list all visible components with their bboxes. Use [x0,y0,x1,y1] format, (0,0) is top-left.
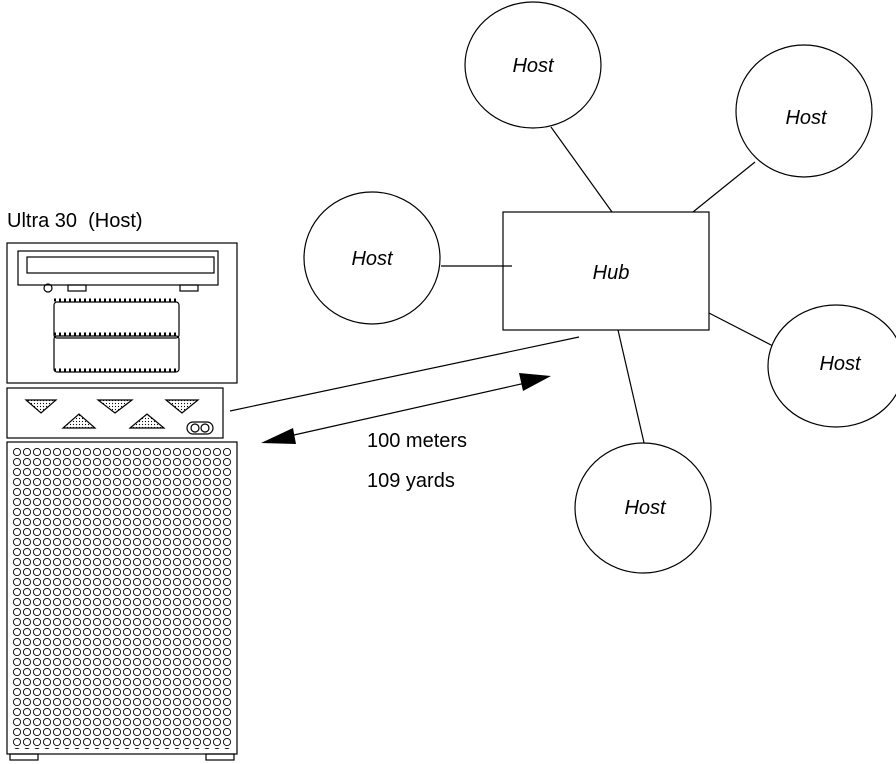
distance-yards: 109 yards [367,470,455,492]
link-host-top-right [692,161,756,213]
front-grille [6,441,238,755]
host-circle [464,1,602,129]
cdrom-tray [26,256,215,274]
vent-triangles [24,399,200,429]
network-cable [229,336,580,412]
host-circle [767,304,896,428]
host-circle [574,442,712,574]
host-node-top: Host [464,1,602,129]
control-panel [6,387,224,439]
hub-label: Hub [593,262,630,284]
host-node-bottom: Host [574,442,712,574]
cdrom-drive-outer [17,250,219,286]
hub-box [502,211,710,331]
host-label: Host [785,107,828,129]
arrow-head-right [519,373,551,391]
foot-right [205,753,235,761]
disk-drive-lower [53,332,180,373]
disk-drive-upper [53,298,180,339]
cdrom-slot-indicator [179,284,199,292]
host-label: Host [512,55,555,77]
host-label: Host [351,248,394,270]
distance-arrow [261,373,551,444]
link-host-top [550,126,613,213]
ultra30-workstation [6,242,238,761]
foot-left [9,753,39,761]
link-host-right [708,312,774,347]
drive-bay-panel [6,242,238,384]
link-host-bottom [617,329,646,448]
host-node-right: Host [767,304,896,428]
host-circle [735,44,873,178]
cdrom-eject-button [43,283,53,293]
host-label: Host [624,497,667,519]
computer-label: Ultra 30 (Host) [7,210,143,232]
distance-meters: 100 meters [367,430,467,452]
host-node-top-right: Host [735,44,873,178]
arrow-head-left [261,428,296,444]
host-circle [303,191,441,325]
host-node-left: Host [303,191,441,325]
cdrom-indicator [67,284,87,292]
power-button [186,421,214,435]
hub-connections [441,126,774,448]
host-label: Host [819,353,862,375]
